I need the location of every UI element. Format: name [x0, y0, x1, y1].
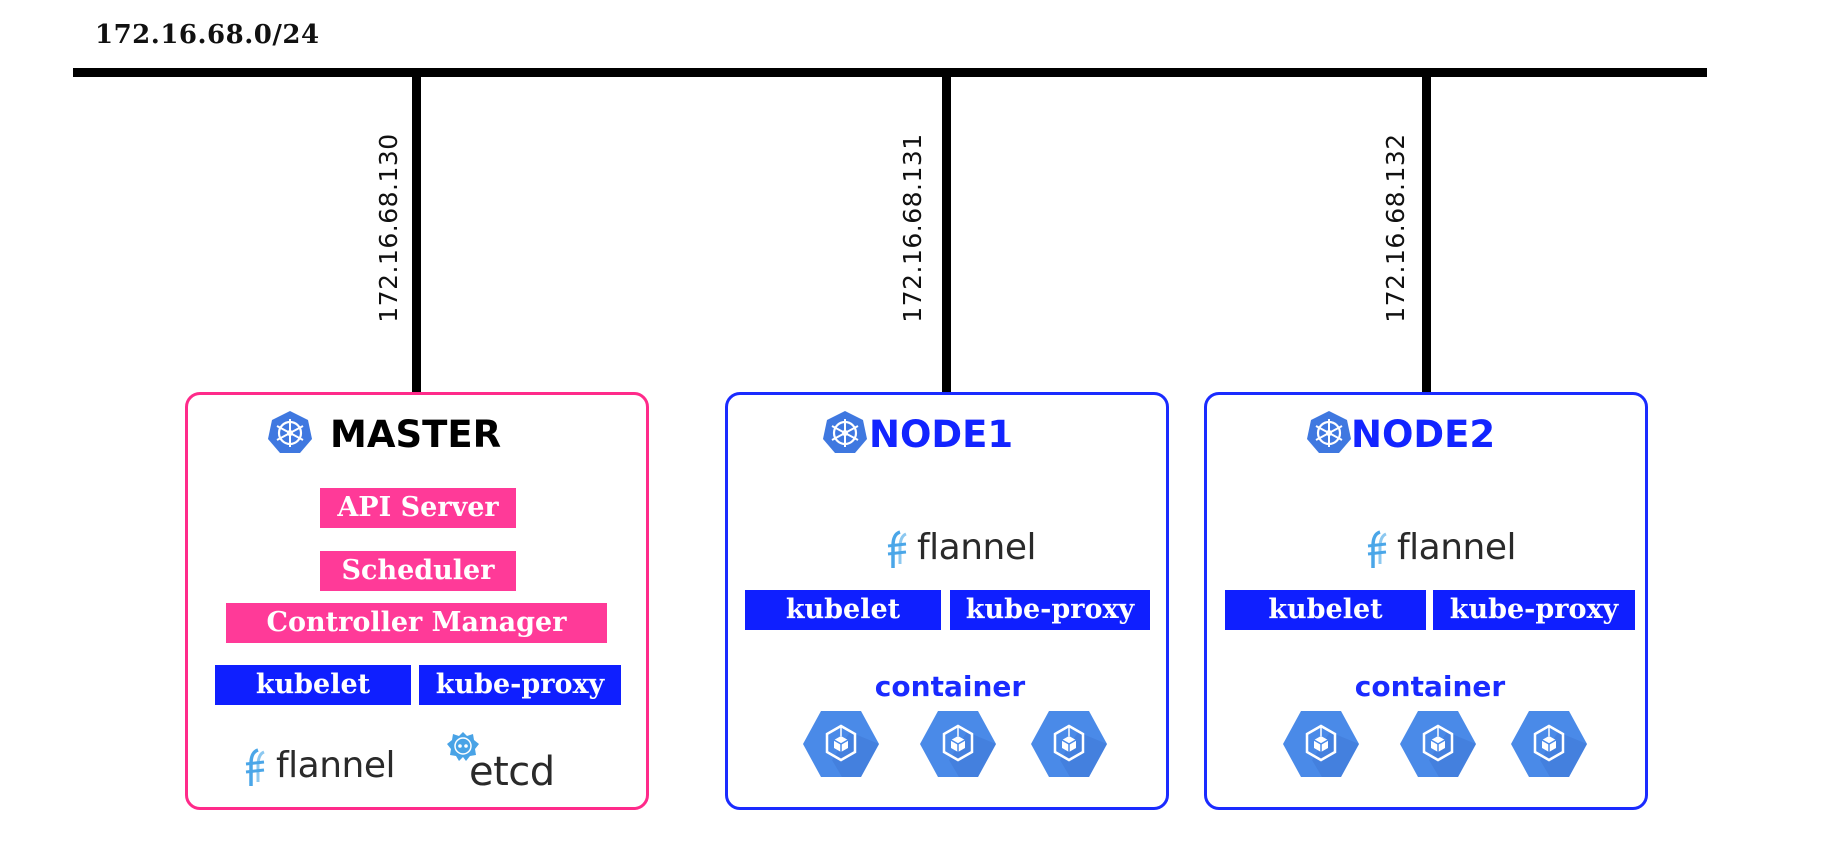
kubernetes-icon [1306, 410, 1352, 454]
node2-flannel-label: flannel [1397, 527, 1517, 568]
master-link-line [412, 75, 421, 393]
flannel-icon [244, 748, 266, 788]
node1-container-label: container [874, 670, 1026, 703]
scheduler-component[interactable]: Scheduler [320, 551, 516, 591]
node1-kubelet-component[interactable]: kubelet [745, 590, 941, 630]
master-node-box[interactable] [185, 392, 649, 810]
node1-title: NODE1 [869, 413, 1014, 456]
node2-kube-proxy-component[interactable]: kube-proxy [1433, 590, 1635, 630]
network-bus-line [73, 68, 1707, 77]
container-icon[interactable] [802, 710, 880, 778]
node2-container-label: container [1354, 670, 1506, 703]
node2-ip-label: 172.16.68.132 [1381, 133, 1410, 323]
container-icon[interactable] [1510, 710, 1588, 778]
node1-kube-proxy-component[interactable]: kube-proxy [950, 590, 1150, 630]
container-icon[interactable] [1282, 710, 1360, 778]
api-server-component[interactable]: API Server [320, 488, 516, 528]
kubernetes-icon [822, 410, 868, 454]
node1-link-line [942, 75, 951, 393]
node2-link-line [1422, 75, 1431, 393]
master-title: MASTER [330, 413, 502, 456]
container-icon[interactable] [919, 710, 997, 778]
master-ip-label: 172.16.68.130 [374, 133, 403, 323]
kubernetes-icon [267, 410, 313, 454]
node2-title: NODE2 [1351, 413, 1496, 456]
container-icon[interactable] [1399, 710, 1477, 778]
flannel-icon [886, 530, 908, 570]
node1-ip-label: 172.16.68.131 [898, 133, 927, 323]
node2-kubelet-component[interactable]: kubelet [1225, 590, 1426, 630]
container-icon[interactable] [1030, 710, 1108, 778]
master-kubelet-component[interactable]: kubelet [215, 665, 411, 705]
node1-flannel-label: flannel [917, 527, 1037, 568]
master-flannel-label: flannel [276, 745, 396, 786]
subnet-label: 172.16.68.0/24 [95, 20, 320, 50]
controller-manager-component[interactable]: Controller Manager [226, 603, 607, 643]
flannel-icon [1366, 530, 1388, 570]
etcd-label: etcd [469, 749, 555, 795]
master-kube-proxy-component[interactable]: kube-proxy [419, 665, 621, 705]
